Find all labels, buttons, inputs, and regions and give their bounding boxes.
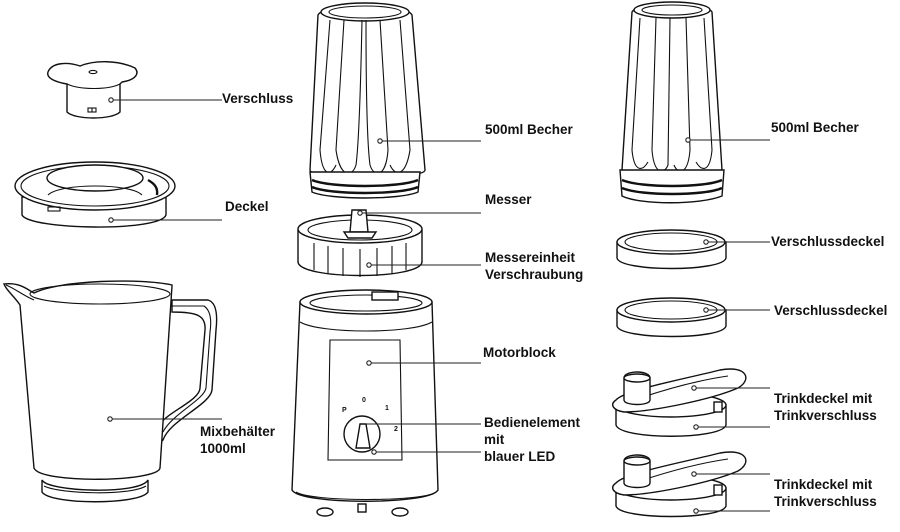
trinkdeckel-2-part bbox=[612, 451, 747, 518]
label-trinkdeckel-1-line1: Trinkdeckel mit bbox=[774, 391, 873, 406]
label-verschlussdeckel-2: Verschlussdeckel bbox=[774, 303, 888, 318]
messereinheit-part bbox=[297, 209, 423, 277]
trinkdeckel-1-part bbox=[612, 368, 747, 437]
label-messereinheit-1: Messereinheit bbox=[485, 250, 576, 265]
verschlussdeckel-1-part bbox=[616, 229, 727, 270]
label-becher-right: 500ml Becher bbox=[771, 120, 859, 135]
label-bedienelement-1: Bedienelement bbox=[484, 415, 581, 430]
label-deckel: Deckel bbox=[225, 199, 269, 214]
label-becher-center: 500ml Becher bbox=[485, 122, 573, 137]
leader-lines bbox=[107, 97, 770, 514]
becher-right-part bbox=[619, 1, 725, 204]
verschlussdeckel-2-part bbox=[616, 297, 727, 338]
label-trinkdeckel-2-line2: Trinkverschluss bbox=[774, 494, 877, 509]
label-mixbehaelter-2: 1000ml bbox=[200, 441, 246, 456]
label-messereinheit-2: Verschraubung bbox=[485, 267, 584, 282]
label-bedienelement-3: blauer LED bbox=[484, 449, 556, 464]
becher-center-part bbox=[309, 2, 426, 199]
dial-label-1: 1 bbox=[385, 405, 389, 412]
label-bedienelement-2: mit bbox=[484, 432, 505, 447]
dial-label-2: 2 bbox=[394, 426, 398, 433]
label-trinkdeckel-1-line2: Trinkverschluss bbox=[774, 408, 877, 423]
label-motorblock: Motorblock bbox=[483, 345, 556, 360]
deckel-part bbox=[14, 161, 176, 228]
dial-label-p: P bbox=[342, 407, 347, 414]
label-verschlussdeckel-1: Verschlussdeckel bbox=[771, 234, 885, 249]
label-verschluss: Verschluss bbox=[222, 91, 294, 106]
verschluss-part bbox=[47, 61, 138, 119]
dial-label-0: 0 bbox=[362, 397, 366, 404]
label-trinkdeckel-2-line1: Trinkdeckel mit bbox=[774, 477, 873, 492]
label-mixbehaelter-1: Mixbehälter bbox=[200, 424, 276, 439]
label-messer: Messer bbox=[485, 192, 532, 207]
motorblock-part: P 0 1 2 bbox=[291, 289, 439, 517]
mixbehaelter-part bbox=[3, 280, 218, 503]
